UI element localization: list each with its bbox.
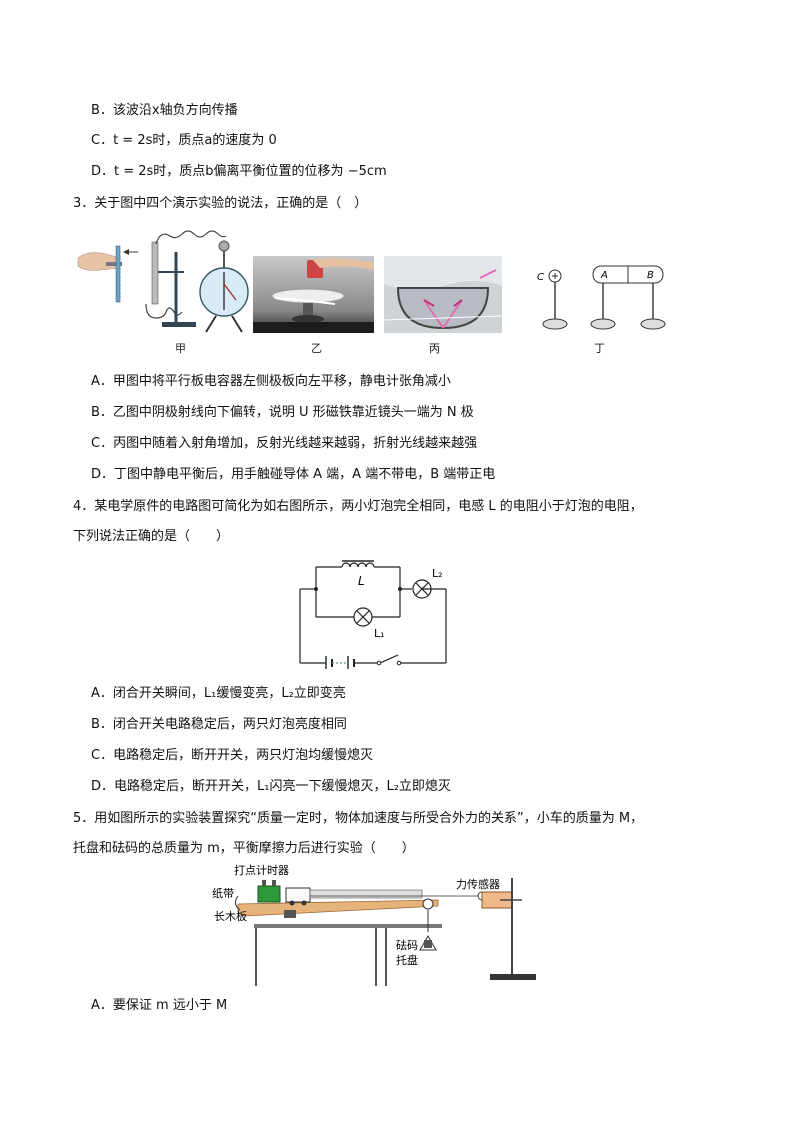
q2-option-c: C．t = 2s时，质点a的速度为 0 [91, 133, 277, 148]
label-tray: 托盘 [396, 953, 418, 967]
q4-option-b: B．闭合开关电路稳定后，两只灯泡亮度相同 [91, 717, 347, 732]
fig-bing-light-refraction [384, 256, 502, 333]
label-sensor: 力传感器 [456, 878, 500, 891]
q5-option-a: A．要保证 m 远小于 M [91, 998, 228, 1013]
fig-label-ding: 丁 [594, 342, 605, 355]
fig-label-bing: 丙 [429, 342, 440, 355]
label-inductor: L [358, 574, 365, 588]
label-weights: 砝码 [396, 938, 418, 952]
q4-option-d: D．电路稳定后，断开开关，L₁闪亮一下缓慢熄灭，L₂立即熄灭 [91, 779, 451, 794]
q4-circuit-diagram: L L₂ L₁ [299, 560, 447, 669]
q2-option-b: B．该波沿x轴负方向传播 [91, 103, 238, 118]
label-tape: 纸带 [212, 887, 234, 900]
q3-option-d: D．丁图中静电平衡后，用手触碰导体 A 端，A 端不带电，B 端带正电 [91, 467, 496, 482]
q3-option-c: C．丙图中随着入射角增加，反射光线越来越弱，折射光线越来越强 [91, 436, 478, 451]
q3-option-b: B．乙图中阴极射线向下偏转，说明 U 形磁铁靠近镜头一端为 N 极 [91, 405, 474, 420]
label-l1: L₁ [374, 627, 385, 640]
q5-stem-line1: 5．用如图所示的实验装置探究“质量一定时，物体加速度与所受合外力的关系”，小车的… [73, 811, 644, 826]
q5-experiment-apparatus: 打点计时器 纸带 长木板 力传感器 砝码 托盘 [212, 864, 536, 986]
fig-label-jia: 甲 [175, 342, 186, 355]
q4-option-a: A．闭合开关瞬间，L₁缓慢变亮，L₂立即变亮 [91, 686, 346, 701]
label-a: A [600, 270, 608, 281]
q4-stem-line1: 4．某电学原件的电路图可简化为如右图所示，两小灯泡完全相同，电感 L 的电阻小于… [73, 499, 643, 514]
q2-option-d: D．t = 2s时，质点b偏离平衡位置的位移为 −5cm [91, 164, 387, 179]
fig-yi-cathode-ray [253, 256, 374, 333]
fig-jia-capacitor-electroscope [77, 230, 249, 333]
fig-ding-electrostatic: C A B [537, 265, 666, 330]
label-c: C [537, 272, 544, 283]
label-b: B [647, 270, 654, 281]
q3-option-a: A．甲图中将平行板电容器左侧极板向左平移，静电计张角减小 [91, 374, 451, 389]
q3-stem: 3．关于图中四个演示实验的说法，正确的是（ ） [73, 196, 368, 211]
label-timer: 打点计时器 [234, 864, 289, 877]
q4-stem-line2: 下列说法正确的是（ ） [73, 529, 230, 544]
q5-stem-line2: 托盘和砝码的总质量为 m，平衡摩擦力后进行实验（ ） [73, 841, 415, 856]
q4-option-c: C．电路稳定后，断开开关，两只灯泡均缓慢熄灭 [91, 748, 374, 763]
label-board: 长木板 [214, 909, 247, 923]
fig-label-yi: 乙 [311, 342, 322, 355]
label-l2: L₂ [432, 567, 443, 580]
